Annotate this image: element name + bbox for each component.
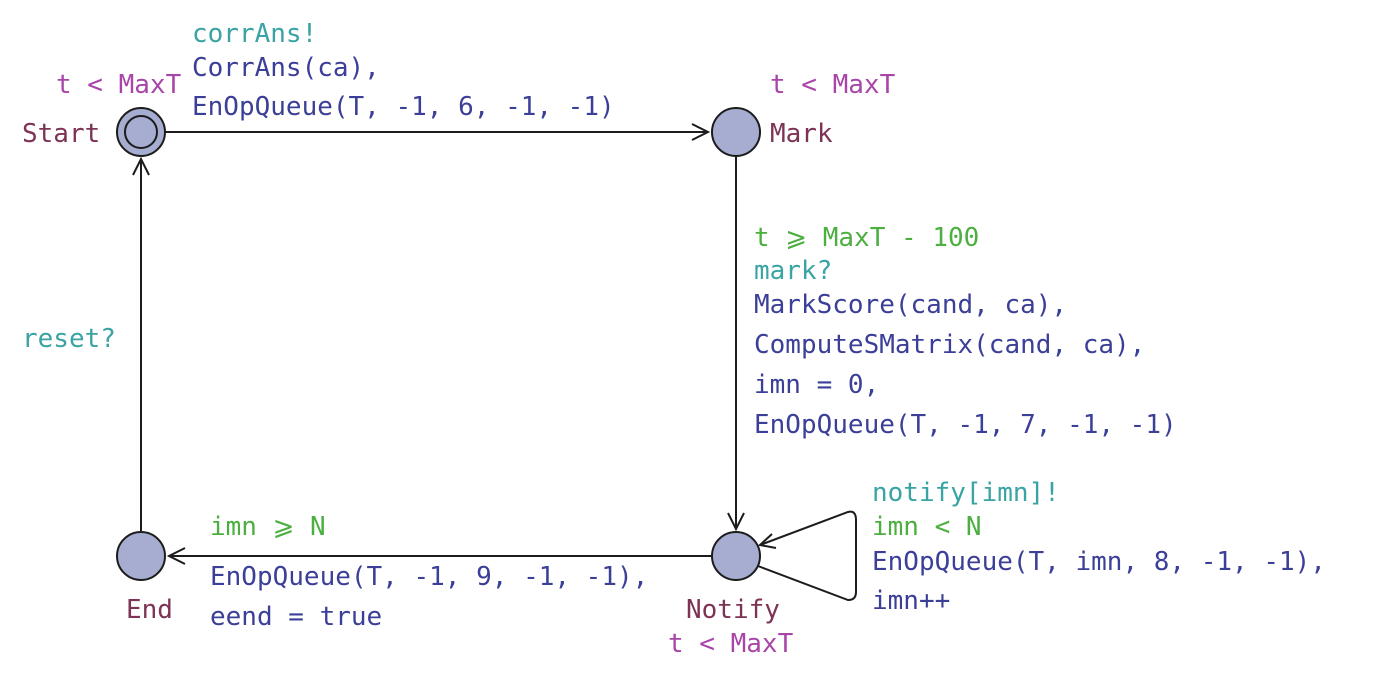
state-notify[interactable] (711, 531, 761, 581)
start-mark-update-0: CorrAns(ca), (192, 53, 380, 83)
arrowhead-mark (691, 123, 711, 141)
end-name: End (126, 595, 173, 625)
state-end[interactable] (116, 531, 166, 581)
mark-notify-update-2: imn = 0, (754, 370, 879, 400)
arrowhead-notify (727, 512, 745, 532)
mark-name: Mark (770, 119, 833, 149)
end-start-sync: reset? (22, 324, 116, 354)
notify-end-guard: imn ⩾ N (210, 512, 326, 542)
notify-end-update-1: eend = true (210, 602, 382, 632)
notify-loop-sync: notify[imn]! (872, 478, 1060, 508)
start-name: Start (22, 119, 100, 149)
notify-end-update-0: EnOpQueue(T, -1, 9, -1, -1), (210, 562, 648, 592)
notify-name: Notify (686, 595, 780, 625)
arrowhead-self-loop (757, 533, 777, 549)
state-start-initial-ring (124, 115, 158, 149)
edge-notify-self-loop (757, 510, 857, 602)
arrowhead-end (166, 547, 186, 565)
mark-invariant: t < MaxT (770, 70, 896, 100)
mark-notify-guard: t ⩾ MaxT - 100 (754, 223, 979, 253)
mark-notify-update-3: EnOpQueue(T, -1, 7, -1, -1) (754, 410, 1177, 440)
start-invariant: t < MaxT (56, 70, 182, 100)
mark-notify-sync: mark? (754, 256, 832, 286)
notify-loop-update-0: EnOpQueue(T, imn, 8, -1, -1), (872, 547, 1326, 577)
notify-loop-update-1: imn++ (872, 586, 950, 616)
state-mark[interactable] (711, 107, 761, 157)
mark-notify-update-1: ComputeSMatrix(cand, ca), (754, 330, 1145, 360)
arrowhead-start (132, 156, 150, 176)
mark-notify-update-0: MarkScore(cand, ca), (754, 290, 1067, 320)
start-mark-sync: corrAns! (192, 19, 317, 49)
notify-loop-guard: imn < N (872, 512, 982, 542)
start-mark-update-1: EnOpQueue(T, -1, 6, -1, -1) (192, 92, 615, 122)
notify-invariant: t < MaxT (668, 629, 794, 659)
